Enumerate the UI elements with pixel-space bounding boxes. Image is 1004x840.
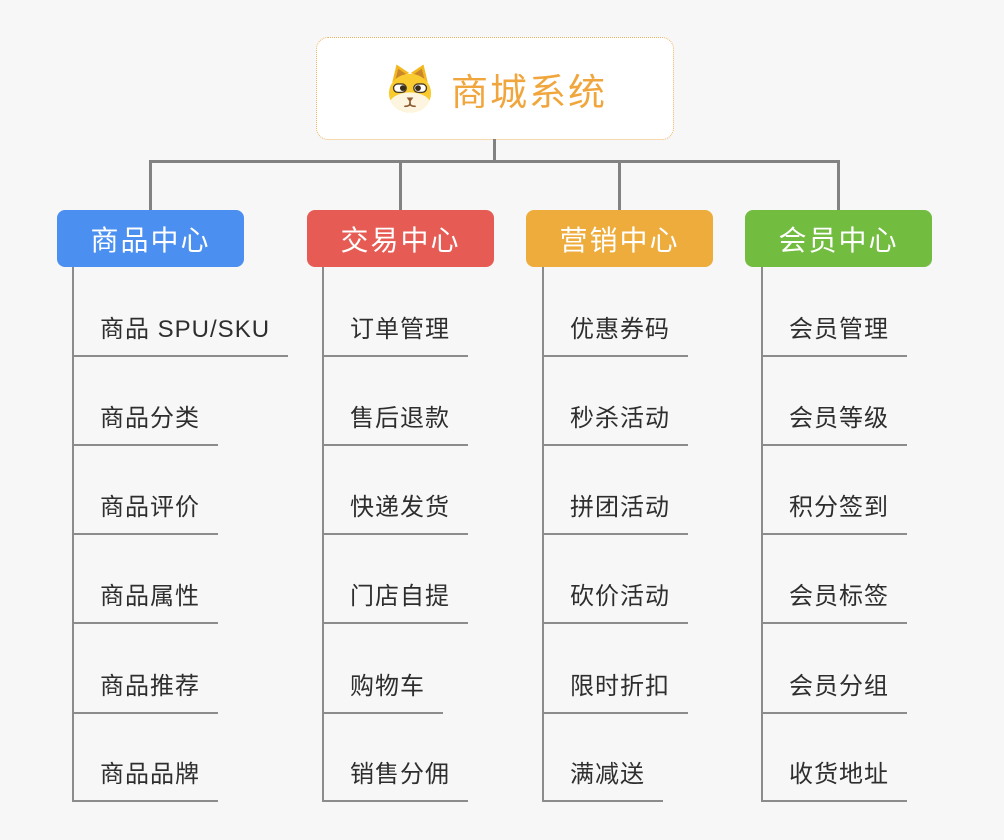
leaf-node[interactable]: 门店自提 [322, 580, 468, 624]
leaf-node[interactable]: 商品推荐 [72, 670, 218, 714]
branch-node-0[interactable]: 商品中心 [57, 210, 244, 267]
leaf-node[interactable]: 会员标签 [761, 580, 907, 624]
dog-face-icon [388, 64, 432, 113]
leaf-node[interactable]: 售后退款 [322, 402, 468, 446]
leaf-node[interactable]: 订单管理 [322, 313, 468, 357]
leaf-node[interactable]: 会员管理 [761, 313, 907, 357]
leaf-node[interactable]: 拼团活动 [542, 491, 688, 535]
leaf-node[interactable]: 会员分组 [761, 670, 907, 714]
leaf-node[interactable]: 优惠券码 [542, 313, 688, 357]
leaf-node[interactable]: 满减送 [542, 758, 663, 802]
leaf-node[interactable]: 销售分佣 [322, 758, 468, 802]
branch-node-3[interactable]: 会员中心 [745, 210, 932, 267]
root-title: 商城系统 [451, 71, 607, 113]
connector-drop [399, 160, 402, 211]
root-node[interactable]: 商城系统 [316, 37, 674, 140]
connector-root-stem [493, 139, 496, 162]
leaf-node[interactable]: 积分签到 [761, 491, 907, 535]
leaf-node[interactable]: 秒杀活动 [542, 402, 688, 446]
branch-node-2[interactable]: 营销中心 [526, 210, 713, 267]
connector-drop [618, 160, 621, 211]
leaf-node[interactable]: 商品分类 [72, 402, 218, 446]
leaf-node[interactable]: 商品评价 [72, 491, 218, 535]
leaf-node[interactable]: 商品属性 [72, 580, 218, 624]
leaf-node[interactable]: 砍价活动 [542, 580, 688, 624]
leaf-node[interactable]: 商品 SPU/SKU [72, 313, 289, 357]
branch-node-1[interactable]: 交易中心 [307, 210, 494, 267]
leaf-node[interactable]: 购物车 [322, 670, 443, 714]
connector-drop [837, 160, 840, 211]
connector-bus [149, 160, 840, 163]
leaf-node[interactable]: 限时折扣 [542, 670, 688, 714]
connector-drop [149, 160, 152, 211]
leaf-node[interactable]: 商品品牌 [72, 758, 218, 802]
leaf-node[interactable]: 会员等级 [761, 402, 907, 446]
leaf-node[interactable]: 快递发货 [322, 491, 468, 535]
leaf-node[interactable]: 收货地址 [761, 758, 907, 802]
